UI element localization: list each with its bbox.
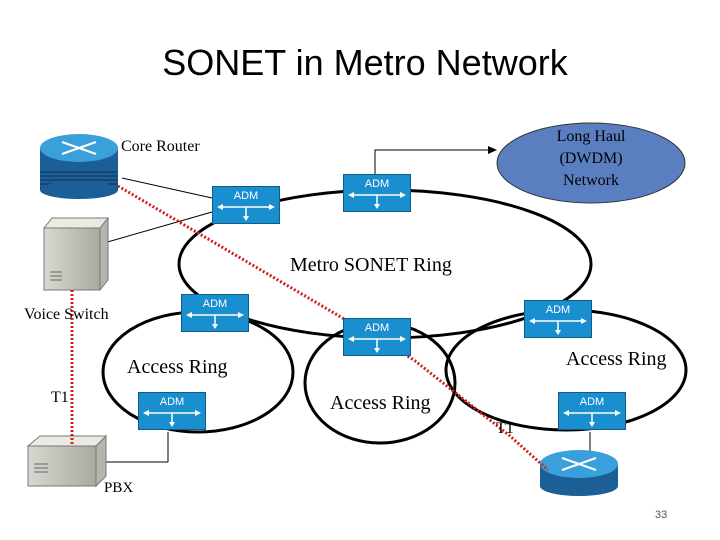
- voice-switch-label: Voice Switch: [24, 306, 109, 323]
- pbx-icon: [26, 434, 108, 488]
- access-ring-center-label: Access Ring: [330, 392, 431, 414]
- pbx-label: PBX: [104, 480, 134, 496]
- adm-access-left: ADM: [138, 392, 206, 430]
- voice-switch-icon: [42, 216, 110, 292]
- slide-title: SONET in Metro Network: [162, 42, 568, 83]
- adm-metro-right: ADM: [524, 300, 592, 338]
- adm-label: ADM: [546, 304, 570, 316]
- metro-ring-label: Metro SONET Ring: [290, 254, 452, 276]
- access-ring-left-label: Access Ring: [127, 356, 228, 378]
- access-ring-right-label: Access Ring: [566, 348, 667, 370]
- t1-right-label: T1: [496, 420, 514, 437]
- long-haul-cloud: [496, 122, 686, 204]
- adm-label: ADM: [365, 322, 389, 334]
- adm-label: ADM: [580, 396, 604, 408]
- long-haul-link: [374, 149, 490, 182]
- adm-label: ADM: [160, 396, 184, 408]
- t1-path-core: [117, 184, 550, 472]
- adm-label: ADM: [203, 298, 227, 310]
- page-number: 33: [655, 509, 668, 521]
- adm-access-right: ADM: [558, 392, 626, 430]
- adm-label: ADM: [234, 190, 258, 202]
- adm-metro-center: ADM: [343, 318, 411, 356]
- core-router-label: Core Router: [121, 138, 200, 155]
- core-router-icon: [40, 134, 118, 199]
- adm-metro-left: ADM: [212, 186, 280, 224]
- edge-router-icon: [540, 450, 618, 496]
- t1-left-label: T1: [51, 389, 69, 406]
- long-haul-label: Long Haul (DWDM) Network: [556, 128, 626, 189]
- adm-label: ADM: [365, 178, 389, 190]
- adm-metro-top: ADM: [343, 174, 411, 212]
- adm-metro-voice: ADM: [181, 294, 249, 332]
